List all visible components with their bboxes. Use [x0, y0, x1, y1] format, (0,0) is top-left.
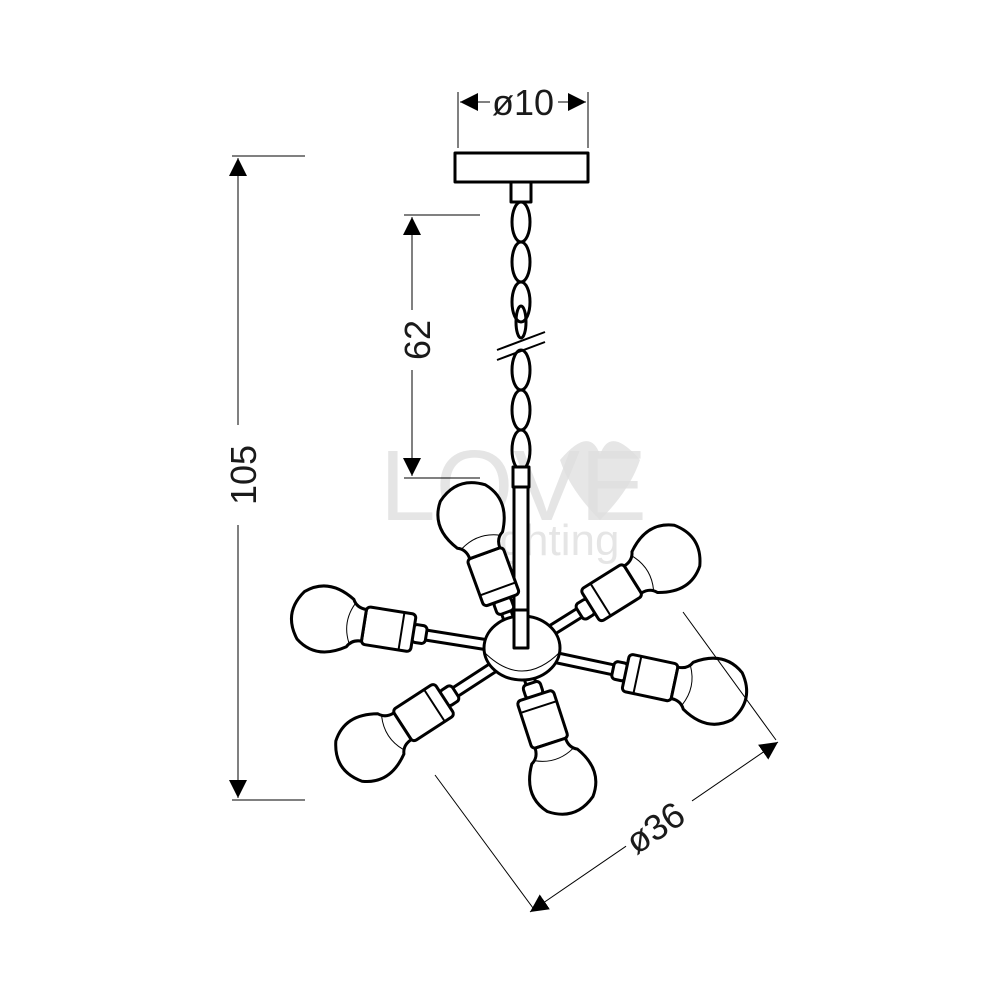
canopy-diameter-label: ø10 — [492, 82, 554, 123]
chain-length-label: 62 — [397, 320, 438, 360]
chain-length-dimension: 62 — [396, 214, 480, 479]
chain — [510, 200, 532, 472]
break-mark — [496, 331, 546, 351]
total-height-label: 105 — [223, 445, 264, 505]
total-height-dimension: 105 — [222, 155, 305, 801]
hub — [482, 608, 562, 682]
canopy-diameter-dimension: ø10 — [457, 82, 589, 148]
canopy — [453, 151, 590, 184]
